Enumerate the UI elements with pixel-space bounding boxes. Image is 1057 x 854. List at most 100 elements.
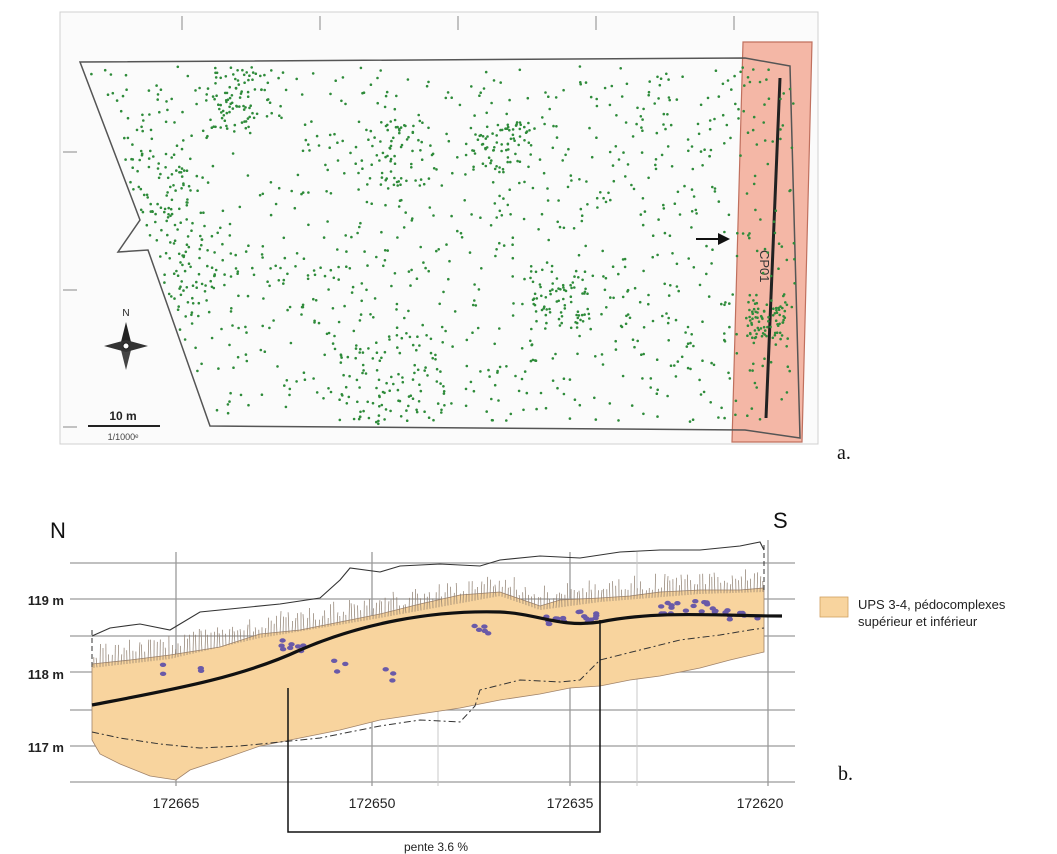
find-point: [190, 229, 193, 232]
find-point: [440, 325, 444, 329]
find-point: [458, 103, 462, 107]
find-point: [389, 170, 393, 173]
find-point: [343, 172, 346, 175]
find-point: [566, 185, 570, 189]
find-point: [397, 180, 401, 183]
find-point: [498, 365, 502, 369]
find-point: [367, 347, 370, 350]
find-point: [636, 339, 639, 343]
find-point: [703, 148, 706, 151]
find-point: [564, 289, 568, 293]
find-point: [687, 257, 690, 260]
find-point: [207, 310, 211, 314]
find-point: [523, 125, 526, 129]
find-point: [434, 353, 437, 357]
find-point: [676, 190, 680, 194]
find-point: [308, 149, 311, 152]
find-point: [464, 142, 468, 146]
find-point: [767, 68, 770, 71]
find-point: [354, 347, 358, 350]
find-point: [126, 136, 130, 140]
find-point: [757, 320, 761, 324]
find-point: [263, 350, 267, 354]
find-point: [389, 157, 393, 161]
find-point: [407, 395, 411, 398]
panel-a-frame: [59, 11, 819, 445]
find-point: [261, 245, 265, 248]
find-point: [434, 358, 437, 361]
find-point: [368, 177, 372, 180]
find-point: [261, 256, 264, 259]
find-point: [721, 82, 725, 86]
find-point: [537, 228, 540, 231]
find-point: [184, 250, 188, 254]
find-point: [329, 390, 333, 394]
find-marker: [159, 671, 167, 676]
find-point: [748, 315, 751, 319]
find-point: [166, 176, 170, 180]
find-marker: [593, 611, 600, 616]
find-point: [544, 406, 548, 410]
find-point: [569, 283, 572, 287]
find-point: [210, 285, 214, 289]
find-point: [178, 165, 181, 169]
find-point: [228, 343, 231, 347]
find-point: [376, 101, 380, 105]
unit-spike: [455, 582, 458, 604]
find-point: [746, 334, 749, 338]
find-point: [543, 122, 546, 126]
find-point: [584, 287, 587, 291]
find-point: [376, 76, 379, 80]
find-point: [156, 167, 160, 170]
find-point: [389, 144, 393, 148]
legend-text: UPS 3-4, pédocomplexes supérieur et infé…: [858, 597, 1009, 629]
find-point: [325, 332, 329, 336]
find-point: [154, 220, 157, 224]
find-point: [522, 217, 526, 221]
unit-spike: [546, 592, 548, 610]
find-point: [496, 123, 500, 127]
find-point: [733, 74, 736, 78]
find-point: [655, 392, 659, 396]
unit-spike: [150, 639, 152, 662]
find-point: [151, 210, 154, 213]
find-point: [498, 327, 501, 330]
find-point: [359, 410, 362, 414]
find-point: [498, 209, 502, 213]
find-point: [690, 210, 694, 213]
find-point: [185, 204, 189, 207]
find-point: [169, 185, 172, 189]
find-point: [442, 290, 445, 294]
find-point: [145, 223, 149, 227]
find-point: [755, 332, 758, 336]
find-point: [562, 297, 565, 301]
find-point: [332, 276, 336, 280]
find-point: [559, 288, 562, 291]
find-point: [748, 236, 751, 240]
find-point: [362, 409, 365, 413]
find-point: [647, 176, 650, 180]
find-point: [490, 159, 493, 162]
find-point: [422, 182, 426, 186]
find-point: [540, 308, 544, 312]
find-point: [410, 219, 414, 222]
find-point: [473, 114, 476, 117]
find-point: [169, 207, 173, 211]
find-point: [357, 120, 361, 124]
find-point: [505, 365, 508, 368]
find-point: [498, 241, 501, 245]
find-point: [493, 146, 496, 149]
find-point: [777, 306, 780, 310]
find-point: [790, 305, 794, 309]
find-point: [244, 250, 248, 253]
find-point: [626, 313, 630, 316]
find-point: [166, 233, 169, 237]
find-point: [723, 142, 726, 145]
find-point: [654, 158, 658, 161]
find-point: [365, 200, 369, 204]
find-point: [244, 126, 248, 130]
find-point: [279, 104, 282, 108]
find-point: [468, 251, 472, 254]
find-point: [560, 321, 563, 325]
find-point: [395, 94, 398, 98]
